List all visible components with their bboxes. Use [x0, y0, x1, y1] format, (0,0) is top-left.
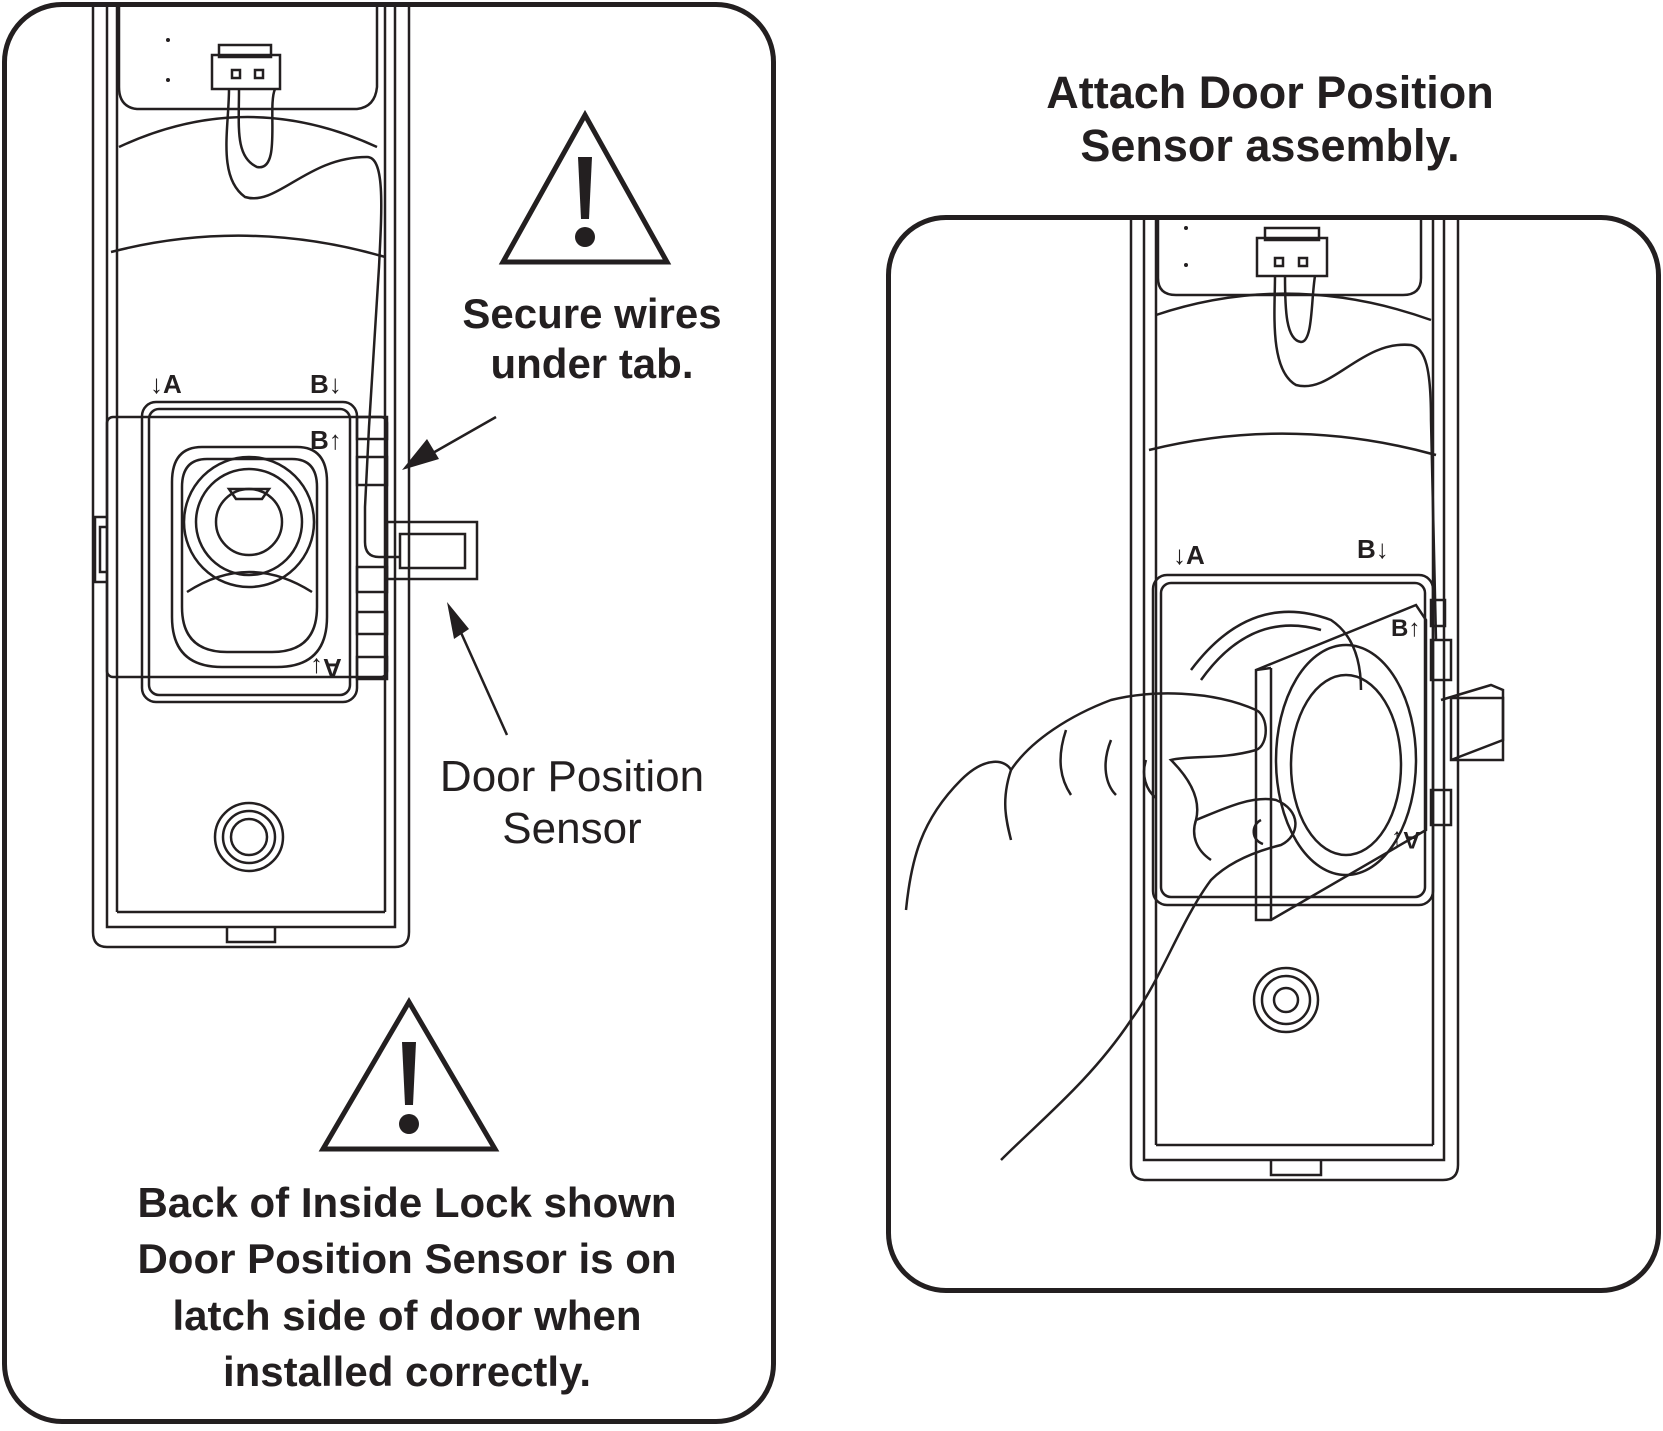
right-title-line2: Sensor assembly.: [1080, 120, 1460, 172]
right-panel-title: Attach Door Position Sensor assembly.: [1010, 66, 1530, 172]
back-lock-line3: latch side of door when: [172, 1291, 642, 1339]
arrow-icon: [447, 602, 469, 639]
warning-secure-wires: Secure wires under tab.: [427, 289, 757, 388]
plate-mark-top-left: ↓A: [150, 369, 182, 399]
back-lock-line1: Back of Inside Lock shown: [137, 1179, 677, 1226]
lock-back-drawing: [91, 7, 672, 1152]
warning-back-of-lock: Back of Inside Lock shown Door Position …: [87, 1175, 727, 1400]
arrow-icon: [402, 439, 439, 470]
arrowheads: [166, 38, 595, 1134]
plate-mark-inner-top: B↑: [310, 425, 342, 455]
sensor-label-line2: Sensor: [502, 803, 642, 853]
plate-mark-top-left: ↓A: [1173, 540, 1205, 570]
plate-mark-inner-bottom: A↓: [310, 653, 342, 683]
plate-mark-inner-top: B↑: [1391, 615, 1421, 642]
right-title-line1: Attach Door Position: [1046, 67, 1494, 118]
back-lock-line2: Door Position Sensor is on: [137, 1235, 677, 1283]
plate-mark-top-right: B↓: [310, 369, 342, 399]
attach-sensor-drawing: [904, 220, 1505, 1182]
plate-mark-top-right: B↓: [1357, 534, 1389, 564]
back-lock-line4: installed correctly.: [222, 1347, 592, 1395]
left-panel: ↓A B↓ B↑ A↓ Secure wires under tab. Door…: [2, 2, 776, 1424]
secure-wires-line1: Secure wires: [462, 290, 722, 337]
secure-wires-line2: under tab.: [490, 339, 694, 387]
door-position-sensor-label: Door Position Sensor: [417, 751, 727, 855]
plate-mark-inner-bottom: A↓: [1391, 826, 1421, 853]
hand-icon: [904, 692, 1297, 1161]
sensor-label-line1: Door Position: [439, 752, 705, 801]
right-panel: ↓A B↓ B↑ A↓: [886, 215, 1661, 1293]
